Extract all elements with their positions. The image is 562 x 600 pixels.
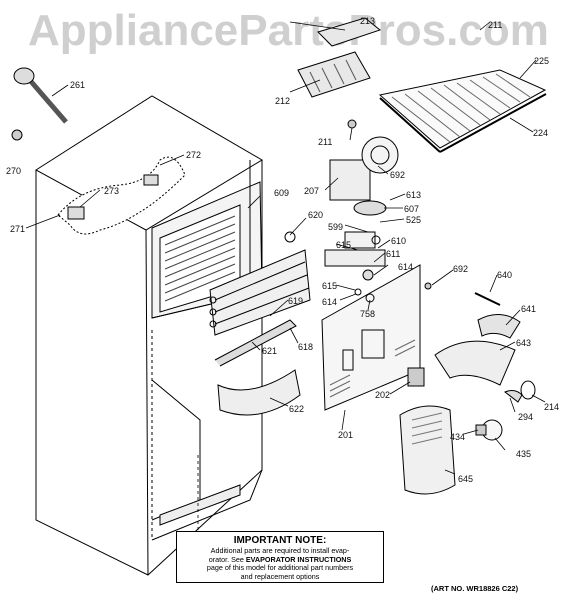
heater-bracket xyxy=(214,319,297,367)
callout-640: 640 xyxy=(497,270,513,280)
ice-tray-213 xyxy=(317,17,382,47)
callout-609: 609 xyxy=(274,188,290,198)
wire-shelf xyxy=(378,69,547,149)
callout-294: 294 xyxy=(518,412,534,422)
callout-270: 270 xyxy=(6,166,22,176)
callout-615-lower: 615 xyxy=(322,281,338,291)
light-harness xyxy=(474,292,501,306)
callout-271: 271 xyxy=(10,224,26,234)
air-duct xyxy=(399,405,456,495)
damper-control xyxy=(324,249,386,267)
watermark: AppliancePartsPros.com xyxy=(28,6,549,55)
note-line-2-text: orator. See xyxy=(208,554,246,564)
bulb-cover xyxy=(520,380,536,400)
callout-619: 619 xyxy=(288,296,304,306)
thermistor xyxy=(13,67,68,124)
callout-214: 214 xyxy=(544,402,560,412)
callout-614-lower: 614 xyxy=(322,297,338,307)
callout-615: 615 xyxy=(336,240,352,250)
grille xyxy=(407,367,425,387)
callout-525: 525 xyxy=(406,215,422,225)
callout-261: 261 xyxy=(70,80,86,90)
note-title: IMPORTANT NOTE: xyxy=(233,535,327,546)
control-bracket xyxy=(344,231,376,249)
fan-housing xyxy=(329,136,399,201)
light-socket xyxy=(477,314,521,339)
note-line-3: page of this model for additional part n… xyxy=(206,563,354,573)
callout-692: 692 xyxy=(390,170,406,180)
callout-610: 610 xyxy=(391,236,407,246)
callout-213: 213 xyxy=(360,16,376,26)
connector xyxy=(143,174,159,186)
callout-692-right: 692 xyxy=(453,264,469,274)
callout-599: 599 xyxy=(328,222,344,232)
callout-645: 645 xyxy=(458,474,474,484)
callout-207: 207 xyxy=(304,186,320,196)
callout-618: 618 xyxy=(298,342,314,352)
callout-620: 620 xyxy=(308,210,324,220)
connector xyxy=(67,206,85,220)
callout-435: 435 xyxy=(516,449,532,459)
callout-434: 434 xyxy=(450,432,466,442)
note-line-2-bold: EVAPORATOR INSTRUCTIONS xyxy=(245,554,352,564)
callout-621: 621 xyxy=(262,346,278,356)
callout-622: 622 xyxy=(289,404,305,414)
note-line-4: and replacement options xyxy=(240,571,320,581)
important-note-box: IMPORTANT NOTE: Additional parts are req… xyxy=(176,531,384,583)
callout-613: 613 xyxy=(406,190,422,200)
art-number: (ART NO. WR18826 C22) xyxy=(431,584,519,593)
bulb-socket xyxy=(475,424,487,436)
note-line-1: Additional parts are required to install… xyxy=(210,546,350,555)
callout-643: 643 xyxy=(516,338,532,348)
callout-224: 224 xyxy=(533,128,549,138)
callout-611: 611 xyxy=(386,249,401,259)
callout-607: 607 xyxy=(404,204,420,214)
light-shield xyxy=(434,340,516,386)
light-lens xyxy=(503,390,523,403)
callout-225: 225 xyxy=(534,56,550,66)
callout-641: 641 xyxy=(521,304,537,314)
note-line-2: orator. See EVAPORATOR INSTRUCTIONS xyxy=(183,554,377,565)
fan-blade xyxy=(353,200,387,216)
callout-211: 211 xyxy=(318,137,333,147)
callout-758: 758 xyxy=(360,309,376,319)
callout-211-top: 211 xyxy=(488,20,503,30)
callout-614: 614 xyxy=(398,262,414,272)
cabinet-outline xyxy=(35,95,263,576)
defrost-heater xyxy=(209,249,311,336)
callout-272: 272 xyxy=(186,150,202,160)
note-body: Additional parts are required to install… xyxy=(183,546,377,581)
callout-212: 212 xyxy=(275,96,291,106)
screw-270 xyxy=(11,129,23,141)
callout-202: 202 xyxy=(375,390,391,400)
ice-bin-212 xyxy=(297,51,371,98)
callout-201: 201 xyxy=(338,430,354,440)
drain-pan xyxy=(217,369,301,416)
callout-273: 273 xyxy=(104,186,120,196)
